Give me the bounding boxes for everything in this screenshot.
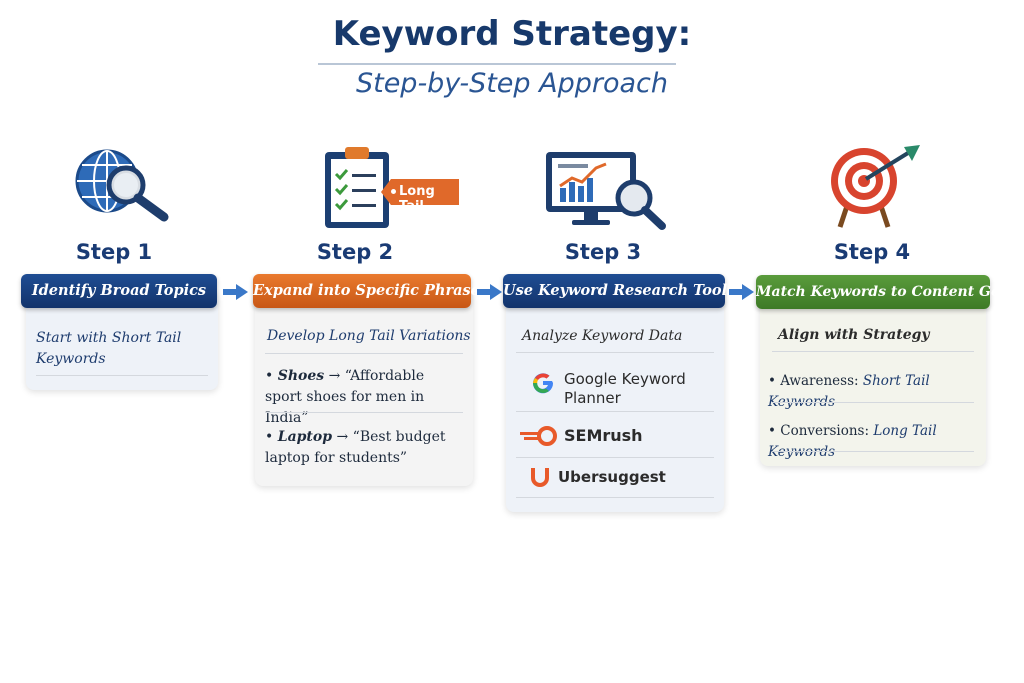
step-4-item-1: • Awareness: Short Tail Keywords bbox=[768, 373, 930, 410]
google-logo-icon bbox=[533, 373, 554, 394]
semrush-logo-icon bbox=[520, 426, 557, 446]
step-2-divider-2 bbox=[265, 412, 463, 413]
example-1-arrow: → bbox=[328, 368, 341, 384]
page-subtitle: Step-by-Step Approach bbox=[355, 68, 669, 99]
example-2-term: Laptop bbox=[277, 429, 333, 445]
step-3-divider-1 bbox=[516, 352, 714, 353]
analytics-monitor-icon bbox=[546, 152, 666, 230]
step-2-example-2: • Laptop → “Best budget laptop for stude… bbox=[265, 429, 446, 466]
step-4-divider-3 bbox=[772, 451, 974, 452]
step-3-divider-2 bbox=[516, 411, 714, 412]
step-1-header: Identify Broad Topics bbox=[21, 274, 217, 308]
example-2-phrase: “Best budget laptop for students” bbox=[265, 429, 446, 466]
step-1-label: Step 1 bbox=[75, 240, 153, 264]
step-3-divider-3 bbox=[516, 457, 714, 458]
tool-ubersuggest: Ubersuggest bbox=[558, 468, 666, 486]
step-2-label: Step 2 bbox=[316, 240, 394, 264]
target-arrow-icon bbox=[831, 145, 920, 228]
tool-semrush: SEMrush bbox=[564, 426, 643, 445]
tool-google-keyword-planner: Google Keyword Planner bbox=[564, 370, 686, 407]
step-1-divider bbox=[36, 375, 208, 376]
step-2-intro: Develop Long Tail Variations bbox=[267, 328, 471, 344]
awareness-key: Awareness: bbox=[780, 373, 859, 389]
step-4-item-2: • Conversions: Long Tail Keywords bbox=[768, 423, 937, 460]
arrow-1-to-2-icon bbox=[223, 284, 248, 300]
arrow-2-to-3-icon bbox=[477, 284, 502, 300]
step-4-intro: Align with Strategy bbox=[778, 327, 930, 343]
step-3-header: Use Keyword Research Tools bbox=[503, 274, 735, 308]
arrow-3-to-4-icon bbox=[729, 284, 754, 300]
step-3-card: Analyze Keyword Data Google Keyword Plan… bbox=[506, 290, 724, 512]
step-4-divider-1 bbox=[772, 351, 974, 352]
example-2-arrow: → bbox=[336, 429, 349, 445]
step-4-card: Align with Strategy • Awareness: Short T… bbox=[760, 290, 986, 466]
conversions-key: Conversions: bbox=[780, 423, 870, 439]
step-2-divider-1 bbox=[265, 353, 463, 354]
globe-search-icon bbox=[75, 149, 169, 222]
step-4-divider-2 bbox=[772, 402, 974, 403]
example-1-term: Shoes bbox=[277, 368, 325, 384]
long-tail-tag-label: Long Tail bbox=[399, 184, 435, 214]
step-1-text: Start with Short Tail Keywords bbox=[36, 330, 182, 367]
step-3-intro: Analyze Keyword Data bbox=[522, 328, 683, 344]
step-3-divider-4 bbox=[516, 497, 714, 498]
step-2-card: Develop Long Tail Variations • Shoes → “… bbox=[255, 290, 473, 486]
step-4-label: Step 4 bbox=[833, 240, 911, 264]
long-tail-tag: Long Tail bbox=[381, 179, 459, 205]
example-1-phrase: “Affordable sport shoes for men in India… bbox=[265, 368, 425, 426]
step-4-header: Match Keywords to Content Goals bbox=[756, 275, 1023, 309]
page-title: Keyword Strategy: bbox=[332, 14, 692, 54]
conversions-value: Long Tail Keywords bbox=[768, 423, 937, 460]
step-3-label: Step 3 bbox=[564, 240, 642, 264]
step-2-example-1: • Shoes → “Affordable sport shoes for me… bbox=[265, 368, 425, 426]
tag-hole-icon bbox=[391, 189, 396, 194]
checklist-icon bbox=[325, 147, 389, 228]
step-2-header: Expand into Specific Phrases bbox=[253, 274, 488, 308]
ubersuggest-logo-icon bbox=[531, 468, 549, 487]
title-divider bbox=[318, 63, 676, 65]
